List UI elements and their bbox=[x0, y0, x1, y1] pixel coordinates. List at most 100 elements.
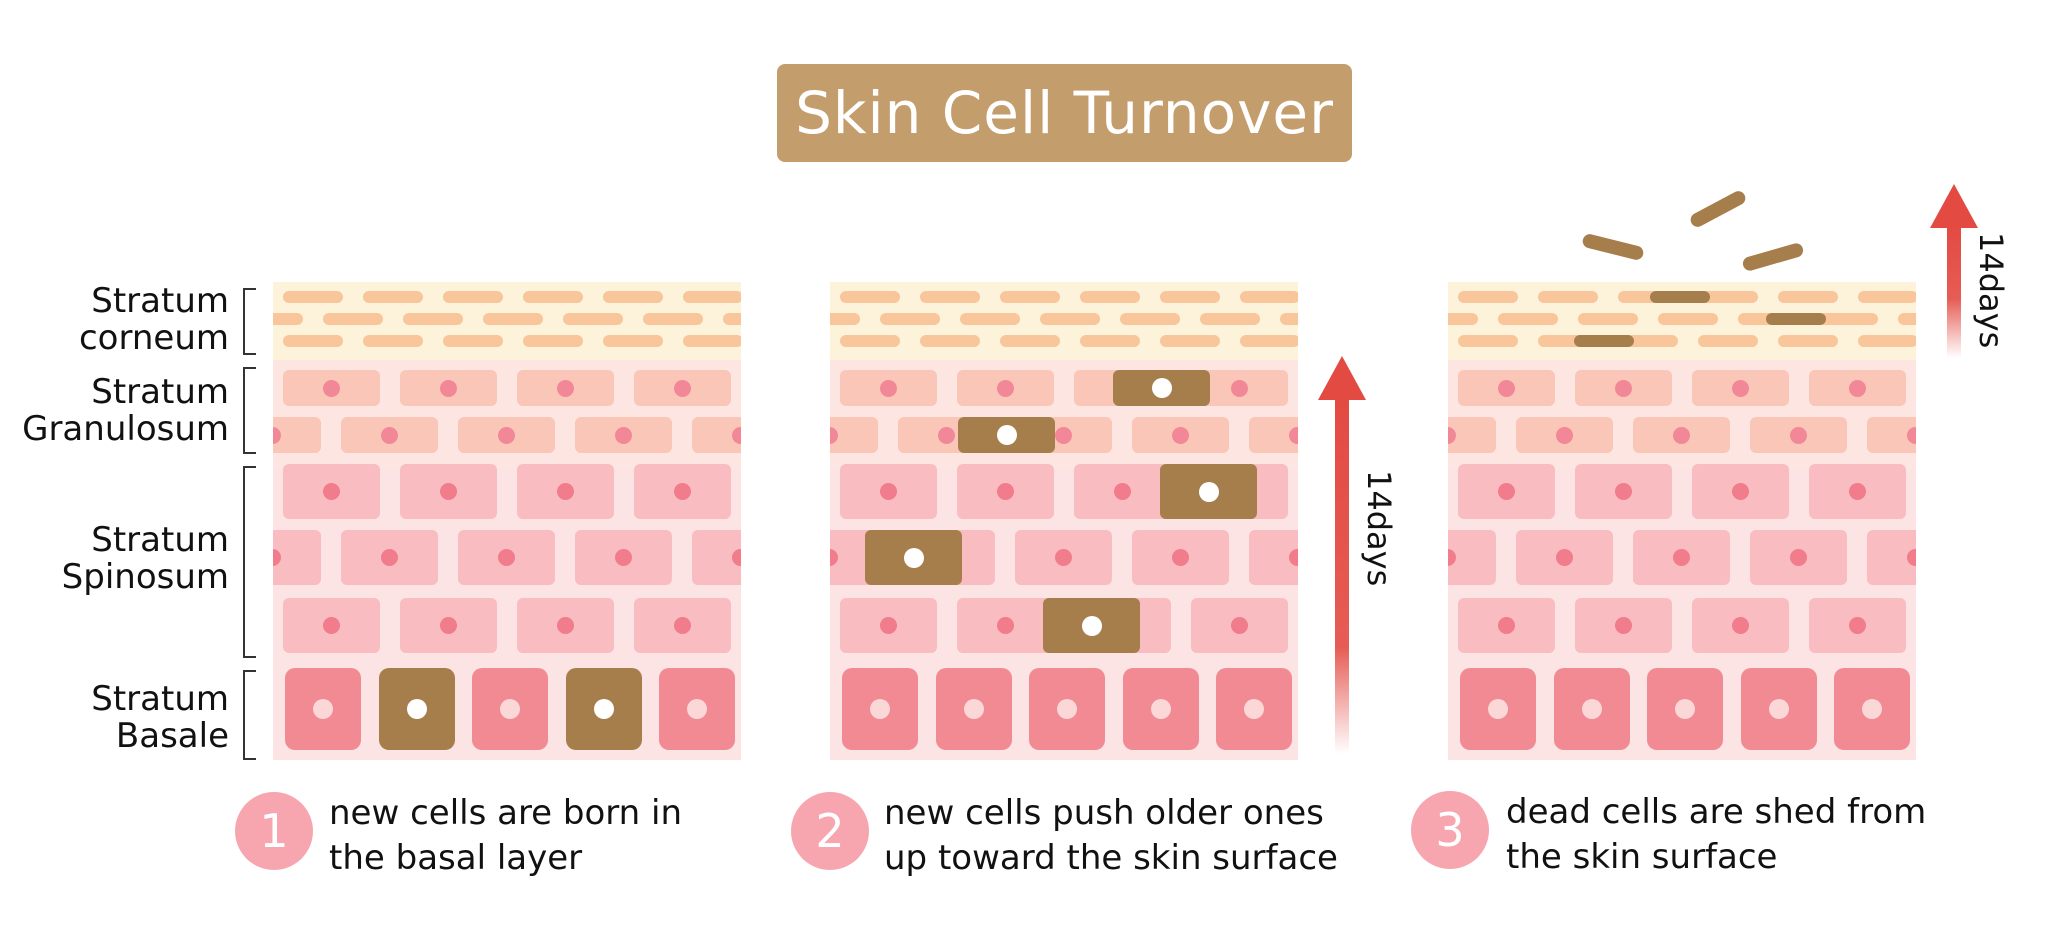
corneum-cell bbox=[840, 335, 900, 347]
corneum-cell bbox=[443, 335, 503, 347]
cell-nucleus bbox=[997, 380, 1014, 397]
cell-nucleus bbox=[732, 427, 741, 444]
migrating-cell bbox=[958, 417, 1055, 453]
cell-nucleus bbox=[963, 699, 984, 719]
diagram-title: Skin Cell Turnover bbox=[795, 79, 1334, 147]
cell-nucleus bbox=[1498, 380, 1515, 397]
cell-nucleus bbox=[323, 617, 340, 634]
spinosum-cell bbox=[458, 530, 555, 585]
cell-nucleus bbox=[615, 427, 632, 444]
corneum-cell bbox=[1000, 335, 1060, 347]
spinosum-cell bbox=[1750, 530, 1847, 585]
granulosum-cell bbox=[634, 370, 731, 406]
spinosum-cell bbox=[283, 598, 380, 653]
cell-nucleus bbox=[1289, 549, 1298, 566]
spinosum-cell bbox=[957, 464, 1054, 519]
shed-flake bbox=[1741, 241, 1805, 273]
cell-nucleus bbox=[1498, 617, 1515, 634]
granulosum-cell bbox=[273, 417, 321, 453]
shed-flake bbox=[1581, 232, 1645, 262]
up-arrow-icon bbox=[1318, 356, 1366, 754]
basal-cell bbox=[285, 668, 361, 750]
cell-nucleus bbox=[1448, 549, 1456, 566]
cell-nucleus bbox=[687, 699, 707, 719]
granulosum-cell bbox=[1809, 370, 1906, 406]
spinosum-cell bbox=[1809, 464, 1906, 519]
cell-nucleus bbox=[1862, 699, 1882, 719]
corneum-cell bbox=[1458, 335, 1518, 347]
corneum-cell bbox=[563, 313, 623, 325]
corneum-cell bbox=[683, 291, 741, 303]
corneum-cell bbox=[1280, 313, 1298, 325]
cell-nucleus bbox=[1114, 483, 1131, 500]
cell-nucleus bbox=[381, 549, 398, 566]
migrating-cell bbox=[1113, 370, 1210, 406]
cell-nucleus bbox=[1081, 615, 1102, 636]
corneum-cell bbox=[363, 335, 423, 347]
migrating-cell bbox=[865, 530, 962, 585]
basal-cell bbox=[935, 668, 1012, 750]
corneum-cell bbox=[443, 291, 503, 303]
cell-nucleus bbox=[830, 549, 838, 566]
corneum-cell bbox=[1898, 313, 1916, 325]
spinosum-cell bbox=[1132, 530, 1229, 585]
cell-nucleus bbox=[323, 483, 340, 500]
up-arrow-icon bbox=[1930, 184, 1978, 358]
spinosum-cell bbox=[1575, 598, 1672, 653]
granulosum-cell bbox=[458, 417, 555, 453]
panel-step-2 bbox=[830, 282, 1298, 760]
spinosum-cell bbox=[840, 598, 937, 653]
spinosum-cell bbox=[1249, 530, 1298, 585]
cell-nucleus bbox=[1673, 427, 1690, 444]
cell-nucleus bbox=[997, 617, 1014, 634]
cell-nucleus bbox=[1790, 427, 1807, 444]
corneum-cell bbox=[960, 313, 1020, 325]
basal-cell bbox=[1122, 668, 1199, 750]
cell-nucleus bbox=[938, 427, 955, 444]
step-number-3: 3 bbox=[1411, 791, 1489, 869]
cell-nucleus bbox=[1057, 699, 1077, 719]
spinosum-cell bbox=[1448, 530, 1496, 585]
corneum-cell bbox=[1578, 313, 1638, 325]
granulosum-cell bbox=[1633, 417, 1730, 453]
corneum-cell bbox=[283, 335, 343, 347]
step-description-3: dead cells are shed from the skin surfac… bbox=[1506, 792, 1927, 877]
corneum-cell bbox=[1160, 291, 1220, 303]
dead-cell bbox=[1766, 313, 1826, 325]
spinosum-cell bbox=[692, 530, 741, 585]
spinosum-cell bbox=[1516, 530, 1613, 585]
basal-cell bbox=[842, 668, 918, 750]
cell-nucleus bbox=[273, 427, 281, 444]
cell-nucleus bbox=[440, 380, 457, 397]
cell-nucleus bbox=[440, 483, 457, 500]
granulosum-cell bbox=[1867, 417, 1916, 453]
spinosum-cell bbox=[400, 598, 497, 653]
cell-nucleus bbox=[498, 427, 515, 444]
cell-nucleus bbox=[1498, 483, 1515, 500]
corneum-cell bbox=[1080, 335, 1140, 347]
corneum-cell bbox=[273, 313, 303, 325]
corneum-cell bbox=[1698, 291, 1758, 303]
granulosum-cell bbox=[1448, 417, 1496, 453]
migrating-cell bbox=[1043, 598, 1140, 653]
spinosum-cell bbox=[517, 598, 614, 653]
step-description-1: new cells are born in the basal layer bbox=[329, 793, 683, 878]
cell-nucleus bbox=[880, 380, 897, 397]
spinosum-cell bbox=[1633, 530, 1730, 585]
granulosum-cell bbox=[692, 417, 741, 453]
granulosum-cell bbox=[1249, 417, 1298, 453]
spinosum-cell bbox=[634, 598, 731, 653]
cell-nucleus bbox=[1615, 617, 1632, 634]
basal-cell bbox=[659, 668, 735, 750]
corneum-cell bbox=[880, 313, 940, 325]
cell-nucleus bbox=[498, 549, 515, 566]
granulosum-cell bbox=[1516, 417, 1613, 453]
bracket-spinosum bbox=[243, 466, 256, 658]
corneum-cell bbox=[1858, 291, 1916, 303]
spinosum-cell bbox=[1692, 464, 1789, 519]
migrating-cell bbox=[1160, 464, 1257, 519]
granulosum-cell bbox=[1750, 417, 1847, 453]
panel-step-3 bbox=[1448, 282, 1916, 760]
label-stratum-spinosum: Stratum Spinosum bbox=[61, 520, 229, 597]
step-number-2: 2 bbox=[791, 792, 869, 870]
